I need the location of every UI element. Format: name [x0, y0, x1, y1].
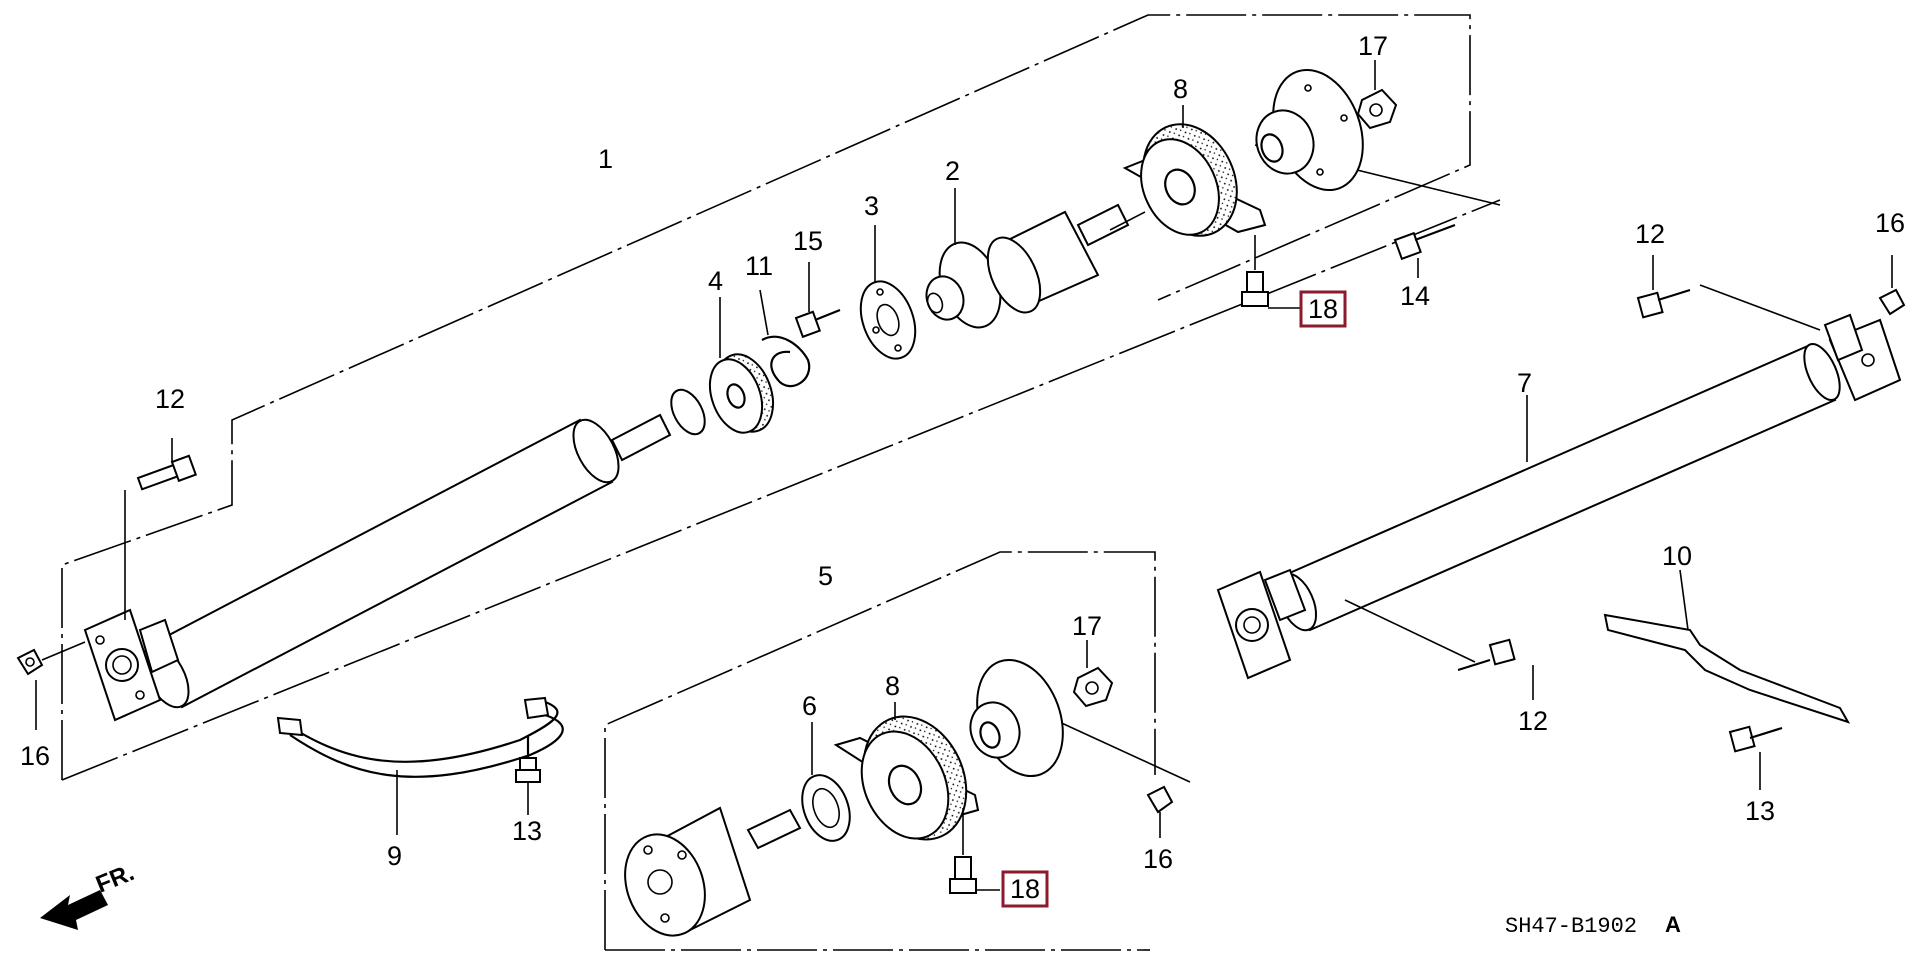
callout-12-rear-top: 12	[1635, 219, 1665, 249]
callout-12-front: 12	[155, 384, 185, 414]
callout-18-top-box[interactable]: 18	[1299, 290, 1347, 328]
callout-9: 9	[387, 841, 402, 871]
part-14-bolt	[1393, 223, 1456, 278]
part-12-bolt-rear-top	[1636, 255, 1821, 331]
callout-15: 15	[793, 226, 823, 256]
callout-18-bottom-box[interactable]: 18	[1001, 870, 1049, 908]
cv-joint-housing	[986, 203, 1146, 314]
callout-13-left: 13	[512, 816, 542, 846]
assembly-5-frame	[604, 551, 1191, 951]
part-17-nut-top	[1356, 60, 1398, 130]
companion-flange-bottom	[969, 658, 1064, 778]
callout-1: 1	[598, 144, 613, 174]
direction-label: FR.	[92, 859, 138, 899]
part-4-damper	[708, 297, 775, 434]
callout-8-bottom: 8	[885, 671, 900, 701]
diagram-code-text: SH47-B1902	[1505, 914, 1637, 939]
part-16-nut-rear	[1878, 255, 1906, 316]
part-7-rear-shaft	[1216, 313, 1902, 680]
callout-16-front: 16	[20, 741, 50, 771]
callout-16-group5: 16	[1143, 844, 1173, 874]
companion-flange-top	[1255, 68, 1364, 192]
part-15-bolt	[794, 262, 841, 339]
callout-10: 10	[1662, 541, 1692, 571]
cv-joint-group5	[624, 806, 802, 937]
diagram-code-suffix: A	[1665, 912, 1681, 937]
part-6-seal	[801, 722, 851, 842]
arrow-left-icon	[40, 890, 108, 930]
callout-7: 7	[1517, 368, 1532, 398]
part-12-bolt-rear-bottom	[1344, 599, 1534, 700]
front-propeller-shaft	[83, 388, 706, 722]
callout-12-rear-bottom: 12	[1518, 706, 1548, 736]
callout-13-right: 13	[1745, 796, 1775, 826]
part-8-center-bearing-top	[1122, 105, 1267, 237]
nut-16-front	[16, 641, 86, 730]
part-13-bolt-right	[1728, 725, 1783, 790]
callout-16-rear: 16	[1875, 208, 1905, 238]
callout-18-bottom: 18	[1010, 874, 1040, 904]
bolt-12-front	[124, 438, 198, 620]
part-18-bolt-top	[1241, 235, 1300, 309]
callout-2: 2	[945, 156, 960, 186]
front-direction-arrow: FR.	[40, 859, 138, 930]
callout-17-group5: 17	[1072, 611, 1102, 641]
part-17-nut-bottom	[1072, 640, 1114, 708]
part-3-plate	[859, 225, 917, 360]
part-9-strap	[276, 696, 564, 835]
callout-3: 3	[864, 191, 879, 221]
part-2-flange	[925, 188, 1002, 329]
callout-11: 11	[745, 251, 773, 281]
callout-4: 4	[708, 266, 723, 296]
callout-14: 14	[1400, 281, 1430, 311]
part-18-bolt-bottom	[949, 808, 1000, 894]
callout-18-top: 18	[1308, 294, 1338, 324]
part-8-center-bearing-bottom	[833, 702, 980, 841]
diagram-code: SH47-B1902 A	[1505, 912, 1681, 939]
callout-8-top: 8	[1173, 74, 1188, 104]
callout-6: 6	[802, 691, 817, 721]
part-11-clip	[759, 289, 811, 388]
part-13-bolt-left	[515, 735, 541, 815]
part-16-nut-bottom	[1146, 785, 1174, 838]
callout-17-top: 17	[1358, 31, 1388, 61]
part-10-bracket	[1603, 569, 1851, 724]
callout-5: 5	[818, 561, 833, 591]
callout-labels: 1 2 3 4 5 6 7 8 8 9 10 11 12 12 12 13 13…	[20, 31, 1905, 874]
